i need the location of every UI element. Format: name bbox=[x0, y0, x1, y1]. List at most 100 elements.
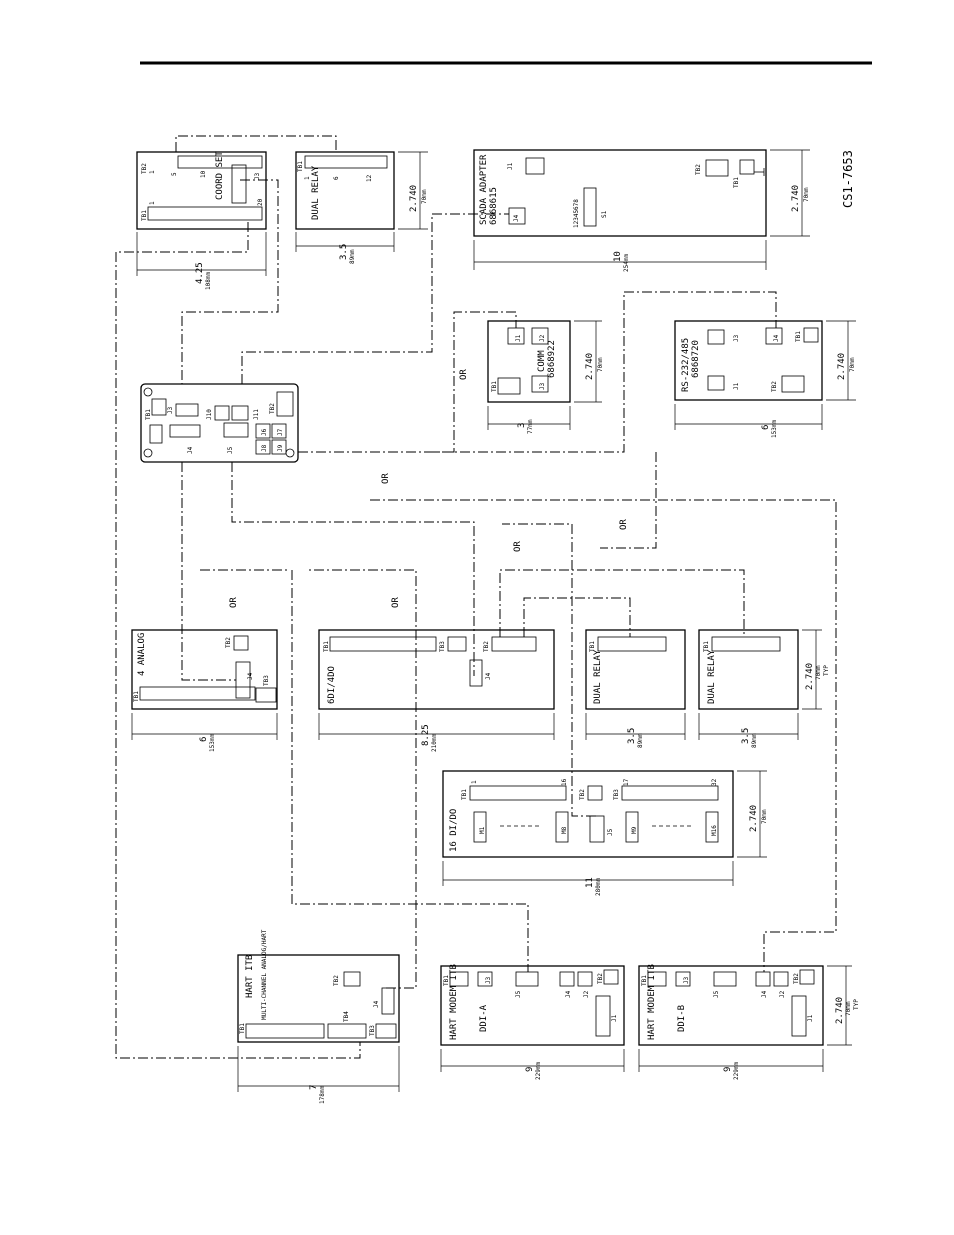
boards-scada_adapter-part-label: 6868615 bbox=[489, 187, 499, 225]
boards-coord_set-n20-label: 20 bbox=[257, 198, 264, 206]
boards-hart_a-j4-label: J4 bbox=[565, 990, 572, 998]
dual-relay-b-board: TB1 DUAL RELAY 3.5 89mm 2.740 70mm TYP bbox=[698, 629, 830, 748]
comm-board: J1 J2 J3 TB1 COMM 6868922 3 77mm 2.740 7… bbox=[487, 320, 604, 434]
boards-dual_relay_b-h_in-label: 2.740 bbox=[805, 663, 815, 690]
boards-di16-m9-label: M9 bbox=[631, 826, 638, 834]
boards-hart_b-tb1-label: TB1 bbox=[641, 975, 648, 986]
or-label: OR bbox=[619, 519, 629, 530]
boards-cpu-tb1-label: TB1 bbox=[145, 409, 152, 420]
boards-di16-n32-label: 32 bbox=[711, 778, 718, 786]
boards-scada_adapter-h_in-label: 2.740 bbox=[791, 185, 801, 212]
dio-board: TB1 TB3 TB2 J4 6DI/4DO 8.25 210mm bbox=[318, 629, 555, 752]
boards-cpu-j10-label: J10 bbox=[206, 409, 213, 420]
boards-scada_adapter-tb2-label: TB2 bbox=[695, 164, 702, 175]
boards-hart_a-dim_mm-label: 229mm bbox=[535, 1062, 542, 1080]
boards-scada_adapter-j1-label: J1 bbox=[507, 162, 514, 170]
boards-di16-tb2-label: TB2 bbox=[579, 789, 586, 800]
boards-dual_relay_b-dim_mm-label: 89mm bbox=[751, 733, 758, 748]
boards-hart_itb-sub-label: MULTI-CHANNEL ANALOG/HART bbox=[261, 929, 268, 1020]
boards-dual_relay_a-title-label: DUAL RELAY bbox=[593, 649, 603, 704]
boards-analog-tb3-label: TB3 bbox=[263, 675, 270, 686]
boards-hart_b-title-label: HART MODEM ITB bbox=[647, 964, 657, 1040]
boards-cpu-j7-label: J7 bbox=[277, 428, 284, 436]
boards-dual_relay_a-dim_in-label: 3.5 bbox=[627, 728, 637, 744]
boards-dual_relay_top-n6-label: 6 bbox=[333, 176, 340, 180]
hart-modem-a-board: TB1 J3 J5 J4 J2 TB2 J1 HART MODEM ITB DD… bbox=[440, 964, 625, 1080]
boards-hart_b-j3-label: J3 bbox=[683, 976, 690, 984]
boards-dio-tb3-label: TB3 bbox=[439, 641, 446, 652]
boards-analog-title-label: 4 ANALOG bbox=[137, 633, 147, 676]
boards-rs232-j3-label: J3 bbox=[733, 334, 740, 342]
boards-rs232-title-label: RS-232/485 bbox=[681, 338, 691, 392]
boards-dio-tb2-label: TB2 bbox=[483, 641, 490, 652]
boards-scada_adapter-j4-label: J4 bbox=[513, 214, 520, 222]
boards-hart_itb-tb1-label: TB1 bbox=[239, 1023, 246, 1034]
boards-dio-dim_in-label: 8.25 bbox=[421, 724, 431, 746]
boards-dual_relay_top-n1-label: 1 bbox=[304, 176, 311, 180]
boards-scada_adapter-dim_mm-label: 254mm bbox=[623, 254, 630, 272]
boards-hart_b-j1-label: J1 bbox=[807, 1014, 814, 1022]
boards-comm-h_mm-label: 70mm bbox=[597, 357, 604, 372]
rs232-485-board: J3 J4 TB1 J1 TB2 RS-232/485 6868720 6 15… bbox=[674, 320, 856, 438]
boards-hart_b-dim_mm-label: 229mm bbox=[733, 1062, 740, 1080]
or-label: OR bbox=[513, 541, 523, 552]
boards-scada_adapter-title-label: SCADA ADAPTER bbox=[479, 154, 489, 225]
boards-dual_relay_top-h_in-label: 2.740 bbox=[409, 185, 419, 212]
boards-hart_b-dim_in-label: 9 bbox=[723, 1067, 733, 1072]
boards-hart_a-dim_in-label: 9 bbox=[525, 1067, 535, 1072]
boards-coord_set-n1-label: 1 bbox=[149, 201, 156, 205]
boards-di16-m16-label: M16 bbox=[711, 825, 718, 836]
boards-scada_adapter-switches-label: 12345678 bbox=[573, 199, 580, 228]
boards-dual_relay_b-tb1-label: TB1 bbox=[703, 641, 710, 652]
dual-relay-a-board: TB1 DUAL RELAY 3.5 89mm bbox=[585, 629, 686, 748]
boards-coord_set-j3-label: J3 bbox=[254, 172, 261, 180]
boards-comm-j1-label: J1 bbox=[515, 334, 522, 342]
boards-comm-dim_in-label: 3 bbox=[517, 423, 527, 428]
boards-cpu-j11-label: J11 bbox=[253, 409, 260, 420]
hart-itb-board: HART ITB MULTI-CHANNEL ANALOG/HART TB1 T… bbox=[237, 929, 400, 1104]
boards-coord_set-tb2-label: TB2 bbox=[141, 163, 148, 174]
boards-analog-tb1-label: TB1 bbox=[133, 691, 140, 702]
boards-cpu-j4-label: J4 bbox=[187, 446, 194, 454]
boards-hart_a-title-label: HART MODEM ITB bbox=[449, 964, 459, 1040]
boards-hart_b-typ-label: TYP bbox=[853, 999, 860, 1010]
boards-rs232-part-label: 6868720 bbox=[691, 340, 701, 378]
boards-comm-j2-label: J2 bbox=[539, 334, 546, 342]
drawing-number: CS1-7653 bbox=[841, 150, 855, 208]
boards-coord_set-tb1-label: TB1 bbox=[141, 210, 148, 221]
boards-di16-n17-label: 17 bbox=[623, 778, 630, 786]
boards-hart_itb-title-label: HART ITB bbox=[245, 955, 255, 998]
boards-di16-m1-label: M1 bbox=[479, 826, 486, 834]
boards-hart_b-tb2-label: TB2 bbox=[793, 973, 800, 984]
boards-dual_relay_b-h_mm-label: 70mm bbox=[815, 665, 822, 680]
boards-analog-dim_mm-label: 153mm bbox=[209, 734, 216, 752]
boards-analog-dim_in-label: 6 bbox=[199, 737, 209, 742]
boards-scada_adapter-s1-label: S1 bbox=[601, 210, 608, 218]
boards-di16-h_in-label: 2.740 bbox=[749, 805, 759, 832]
boards-hart_a-j2-label: J2 bbox=[583, 990, 590, 998]
or-label: OR bbox=[381, 473, 391, 484]
boards-hart_itb-tb3-label: TB3 bbox=[369, 1025, 376, 1036]
boards-rs232-j1-label: J1 bbox=[733, 382, 740, 390]
boards-hart_itb-tb2-label: TB2 bbox=[333, 975, 340, 986]
boards-hart_b-j4-label: J4 bbox=[761, 990, 768, 998]
boards-di16-title-label: 16 DI/DO bbox=[449, 809, 459, 852]
boards-hart_b-sub-label: DDI-B bbox=[677, 1005, 687, 1032]
boards-hart_itb-dim_mm-label: 178mm bbox=[319, 1086, 326, 1104]
boards-analog-j4-label: J4 bbox=[247, 672, 254, 680]
boards-scada_adapter-dim_in-label: 10 bbox=[613, 251, 623, 262]
boards-comm-dim_mm-label: 77mm bbox=[527, 419, 534, 434]
dual-relay-top-board: TB1 1 6 12 DUAL RELAY 3.5 89mm 2.740 70m… bbox=[295, 151, 428, 264]
boards-di16-n16-label: 16 bbox=[561, 778, 568, 786]
boards-dual_relay_a-dim_mm-label: 89mm bbox=[637, 733, 644, 748]
boards-hart_b-j2-label: J2 bbox=[779, 990, 786, 998]
boards-cpu-j6-label: J6 bbox=[261, 428, 268, 436]
boards-dual_relay_top-dim_mm-label: 89mm bbox=[349, 249, 356, 264]
boards-dual_relay_a-tb1-label: TB1 bbox=[589, 641, 596, 652]
boards-rs232-dim_mm-label: 153mm bbox=[771, 420, 778, 438]
boards-coord_set-n1-label: 1 bbox=[149, 170, 156, 174]
boards-scada_adapter-tb1-label: TB1 bbox=[733, 177, 740, 188]
or-label: OR bbox=[391, 597, 401, 608]
boards-dio-tb1-label: TB1 bbox=[323, 641, 330, 652]
boards-dual_relay_top-n12-label: 12 bbox=[366, 174, 373, 182]
